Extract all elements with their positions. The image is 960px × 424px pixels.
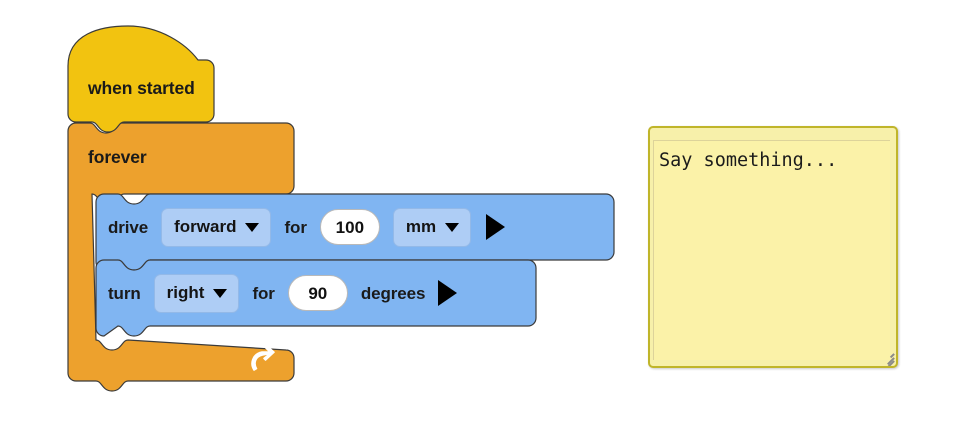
turn-direction-value: right — [166, 282, 205, 302]
forever-label: forever — [88, 147, 147, 168]
drive-unit-value: mm — [405, 216, 437, 236]
turn-verb-label: turn — [108, 283, 141, 303]
loop-arrow-icon[interactable] — [248, 343, 280, 379]
when-started-label: when started — [88, 78, 195, 99]
drive-preposition-label: for — [284, 217, 307, 237]
chevron-down-icon — [445, 222, 460, 232]
drive-direction-value: forward — [174, 216, 237, 236]
chevron-down-icon — [245, 222, 260, 232]
note-text-area[interactable]: Say something... — [653, 140, 890, 360]
drive-run-play-icon[interactable] — [486, 214, 506, 240]
chevron-down-icon — [213, 288, 228, 298]
drive-amount-input[interactable]: 100 — [319, 209, 380, 245]
turn-direction-dropdown[interactable]: right — [153, 273, 240, 313]
note-placeholder-text: Say something... — [659, 150, 838, 171]
turn-run-play-icon[interactable] — [438, 280, 458, 306]
drive-direction-dropdown[interactable]: forward — [161, 207, 272, 247]
turn-amount-input[interactable]: 90 — [287, 275, 348, 311]
say-something-note[interactable]: Say something... — [648, 126, 898, 368]
note-frame[interactable]: Say something... — [648, 126, 898, 368]
turn-unit-label: degrees — [360, 283, 426, 303]
drive-unit-dropdown[interactable]: mm — [392, 207, 472, 247]
turn-preposition-label: for — [252, 283, 275, 303]
drive-amount-value: 100 — [335, 217, 365, 237]
turn-amount-value: 90 — [308, 283, 328, 303]
resize-grip-icon[interactable] — [880, 350, 895, 366]
drive-verb-label: drive — [108, 217, 149, 237]
